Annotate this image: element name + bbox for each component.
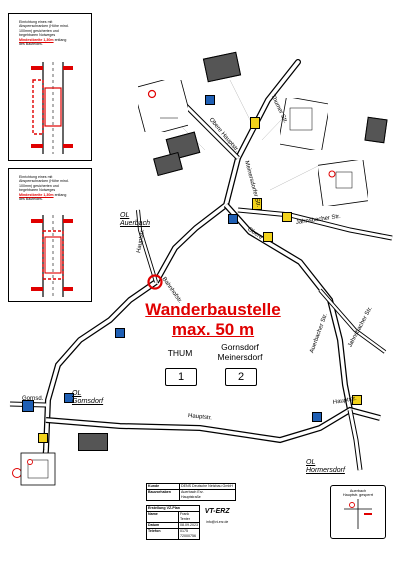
legend-kunde-value: DENS Deutsche Netzbau GmbH [179, 483, 236, 490]
sign-yellow-2 [252, 198, 262, 210]
direction-sign-5 [78, 433, 108, 451]
direction-number-2: 2 [225, 368, 257, 386]
notweg-diagram-top [31, 62, 73, 154]
note-text-top: Einrichtung eines mit Absperrschranken (… [19, 20, 69, 47]
direction-number-1: 1 [165, 368, 197, 386]
detail-inset-top-left [138, 80, 188, 132]
note-box-top: Einrichtung eines mit Absperrschranken (… [8, 13, 92, 161]
sign-blue-3 [22, 400, 34, 412]
notweg-diagram-bottom [31, 215, 73, 297]
sign-yellow-1 [250, 117, 260, 129]
place-gornsdorf: OL Gornsdorf [72, 390, 104, 405]
legend-datum-value: 08.09.2023 [178, 522, 200, 529]
place-hormersdorf: OL Hormersdorf [306, 459, 345, 474]
company-logo: VT-ERZ info@vt-erz.de [204, 508, 230, 524]
note-box-bottom: Einrichtung eines mit Absperrschranken (… [8, 168, 92, 302]
direction-sign-4 [364, 116, 388, 144]
closed-note-box: Auerbach Hauptstr. gesperrt [330, 485, 386, 539]
sign-yellow-4 [263, 232, 273, 242]
sign-blue-5 [205, 95, 215, 105]
detail-inset-bottom-left [20, 452, 56, 486]
headline: Wanderbaustelle max. 50 m [145, 300, 281, 339]
legend-bauvorhaben-label: Bauvorhaben [146, 489, 180, 501]
legend-bauvorhaben-value: Auerbach Erz. Hauptstraße [179, 489, 236, 501]
direction-label-gornsdorf-meinersdorf: Gornsdorf Meinersdorf [217, 342, 263, 362]
sign-yellow-3 [282, 212, 292, 222]
direction-label-thum: THUM [167, 348, 193, 358]
sign-blue-4 [228, 214, 238, 224]
street-gornsdorfer: Gornsd. [22, 396, 44, 402]
note-text-bottom: Einrichtung eines mit Absperrschranken (… [19, 175, 69, 202]
place-auerbach: OL Auerbach [120, 212, 150, 227]
legend-name-value: Frank Tenter [178, 511, 200, 523]
detail-inset-right [318, 160, 368, 206]
title-block: Kunde DENS Deutsche Netzbau GmbH Bauvorh… [146, 483, 236, 540]
legend-telefon-value: 0175 72000756 [178, 528, 200, 540]
detail-inset-top-right [280, 98, 328, 150]
closed-road-diagram [344, 499, 372, 529]
sign-yellow-5 [352, 395, 362, 405]
sign-yellow-6 [38, 433, 48, 443]
sign-blue-1 [115, 328, 125, 338]
sign-blue-2 [64, 393, 74, 403]
sign-blue-6 [312, 412, 322, 422]
legend-name-label: Name [146, 511, 179, 523]
legend-telefon-label: Telefon [146, 528, 179, 540]
